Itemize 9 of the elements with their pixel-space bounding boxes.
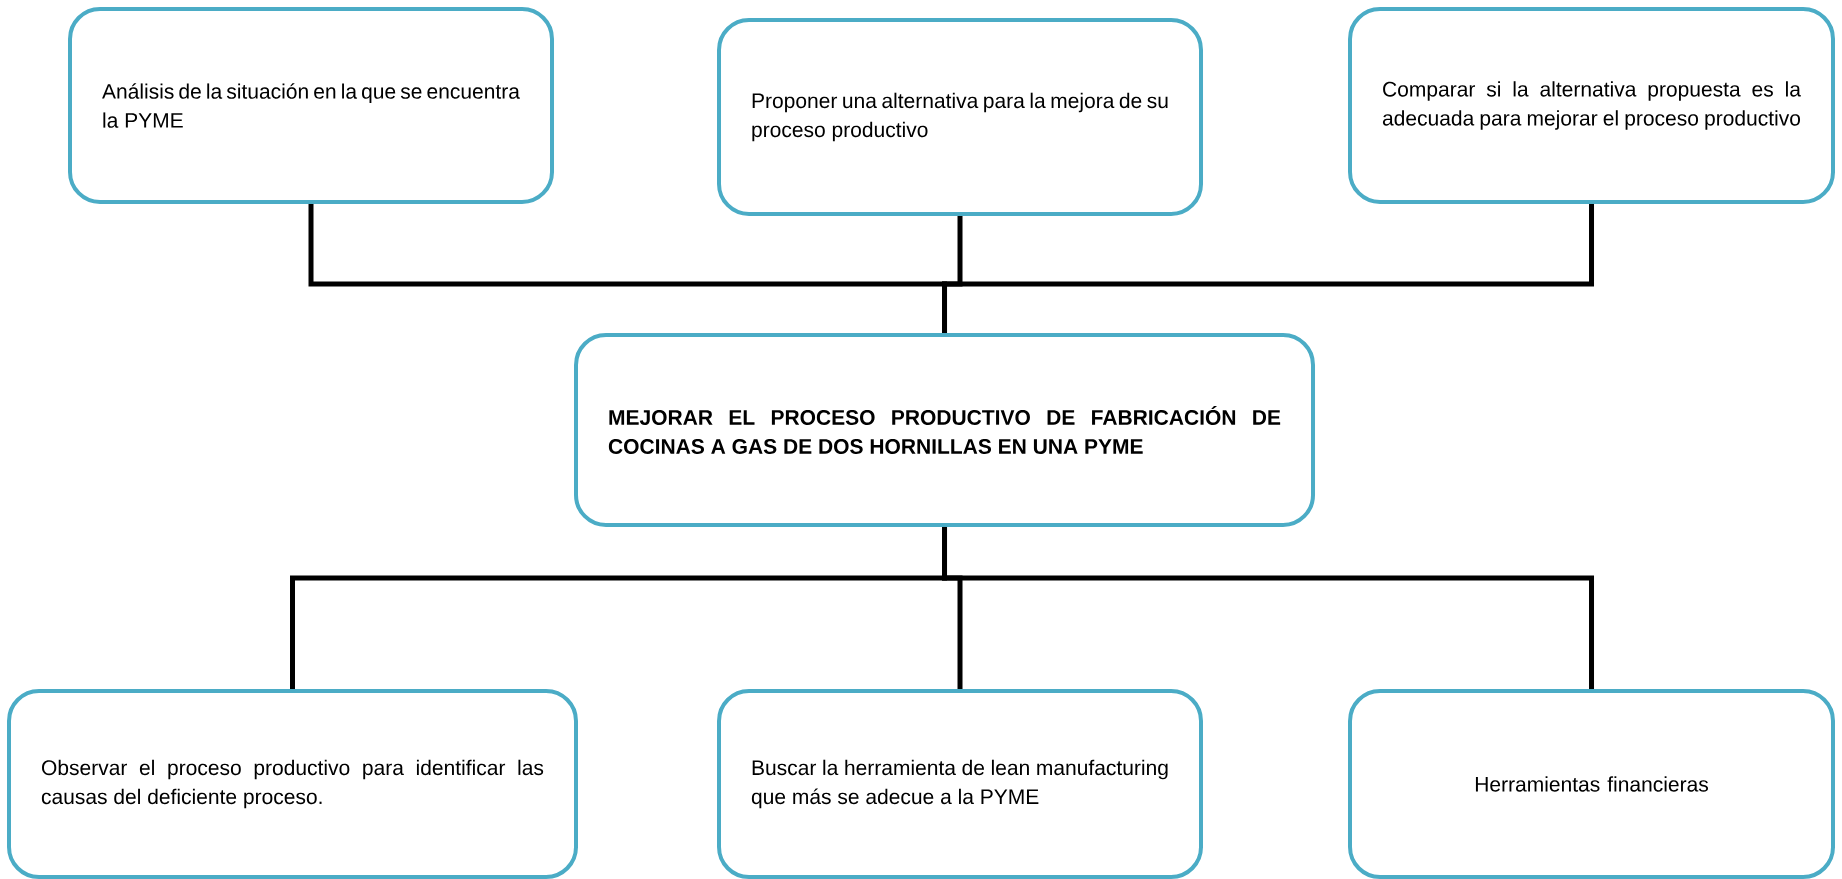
connector-line [942, 204, 1594, 333]
process-box: Herramientas financieras [1348, 689, 1835, 879]
connector-line [942, 527, 1594, 689]
goal-box: MEJORAR EL PROCESO PRODUCTIVO DE FABRICACIÓN DE COCINAS A GAS DE DOS HORNILLAS EN UNA PYME [574, 333, 1315, 527]
process-box: Observar el proceso productivo para identificar las causas del deficiente proceso. [7, 689, 578, 879]
process-box: Proponer una alternativa para la mejora de su proceso productivo [717, 18, 1203, 216]
process-box: Buscar la herramienta de lean manufacturing que más se adecue a la PYME [717, 689, 1203, 879]
process-box: Análisis de la situación en la que se encuentra la PYME [68, 7, 554, 204]
process-box: Comparar si la alternativa propuesta es la adecuada para mejorar el proceso productivo [1348, 7, 1835, 204]
